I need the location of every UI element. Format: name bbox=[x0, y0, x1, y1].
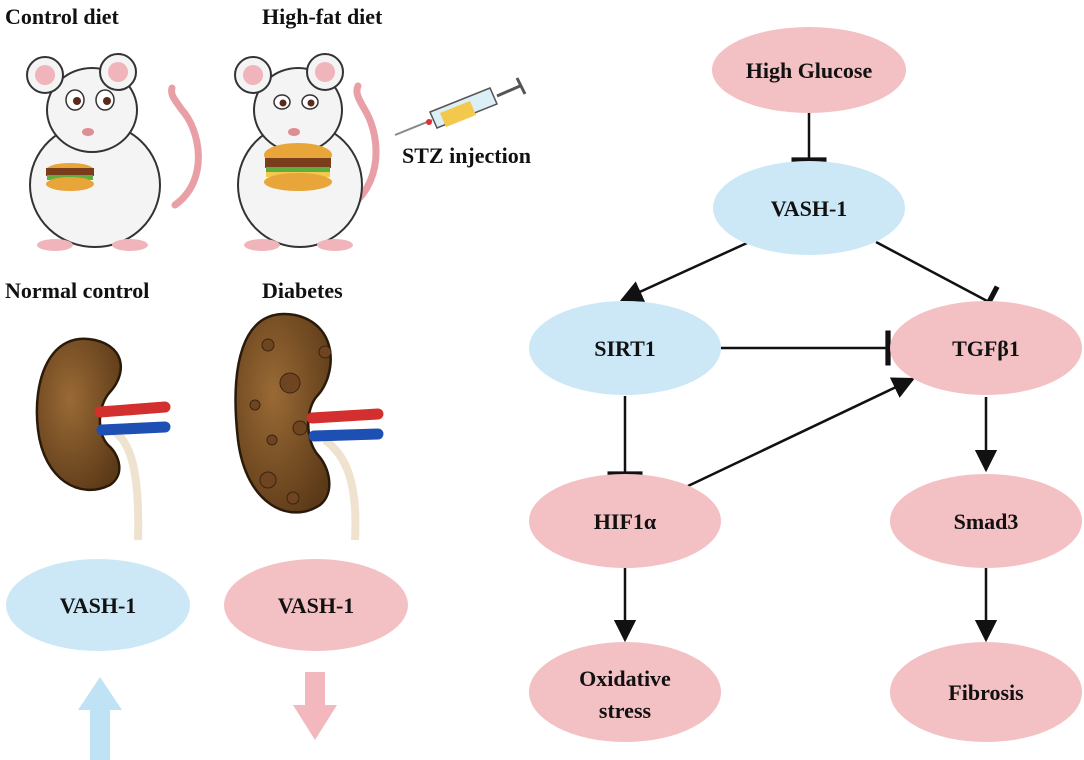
hif1a-label: HIF1α bbox=[594, 509, 657, 534]
down-arrow-icon bbox=[293, 672, 337, 740]
vash1-normal-node bbox=[6, 559, 190, 651]
vash1-diabetes-node bbox=[224, 559, 408, 651]
stz-injection-label: STZ injection bbox=[402, 143, 531, 168]
up-arrow-icon bbox=[78, 677, 122, 760]
smad3-label: Smad3 bbox=[954, 509, 1019, 534]
kidney-normal-illustration bbox=[35, 337, 171, 541]
syringe-icon bbox=[394, 77, 527, 136]
arrow-vash1-sirt1 bbox=[619, 241, 748, 302]
tgfb1-label: TGFβ1 bbox=[952, 336, 1020, 361]
diabetes-label: Diabetes bbox=[262, 278, 343, 303]
high-glucose-label: High Glucose bbox=[746, 58, 873, 83]
fibrosis-label: Fibrosis bbox=[948, 680, 1024, 705]
oxidative-stress-node bbox=[529, 642, 721, 742]
fibrosis-node bbox=[890, 642, 1082, 742]
smad3-node bbox=[890, 474, 1082, 568]
vash1-node bbox=[713, 161, 905, 255]
sirt1-label: SIRT1 bbox=[594, 336, 656, 361]
oxidative-stress-label-line2: stress bbox=[599, 698, 652, 723]
inhibit-vash1-tgfb1 bbox=[875, 240, 1000, 319]
rat-high-fat-illustration bbox=[234, 53, 380, 251]
pathway-connectors bbox=[607, 112, 1000, 643]
vash1-label: VASH-1 bbox=[771, 196, 848, 221]
kidney-diabetes-illustration bbox=[234, 312, 384, 541]
sirt1-node bbox=[529, 301, 721, 395]
vash1-diabetes-label: VASH-1 bbox=[278, 593, 355, 618]
vash1-normal-label: VASH-1 bbox=[60, 593, 137, 618]
oxidative-stress-label-line1: Oxidative bbox=[579, 666, 671, 691]
high-fat-diet-label: High-fat diet bbox=[262, 4, 383, 29]
tgfb1-node bbox=[890, 301, 1082, 395]
normal-control-label: Normal control bbox=[5, 278, 149, 303]
arrow-hif1a-tgfb1 bbox=[687, 377, 916, 488]
rat-control-illustration bbox=[26, 53, 202, 251]
high-glucose-node bbox=[712, 27, 906, 113]
control-diet-label: Control diet bbox=[5, 4, 120, 29]
hif1a-node bbox=[529, 474, 721, 568]
